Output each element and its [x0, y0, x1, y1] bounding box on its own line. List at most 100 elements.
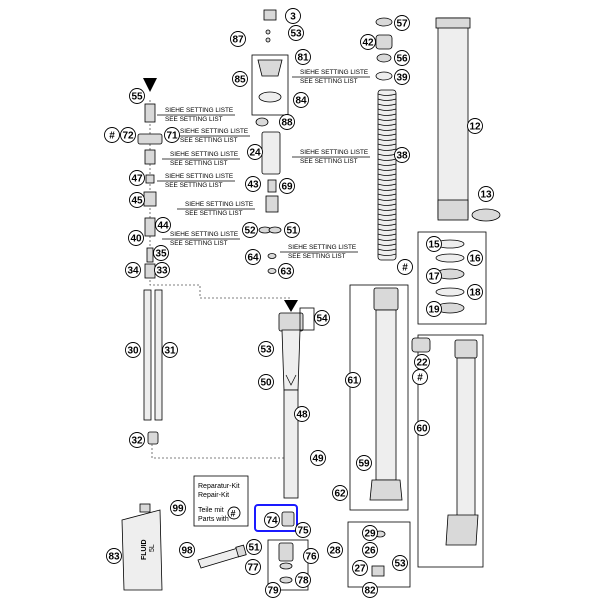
callout-48: 48 — [294, 406, 310, 422]
spring-coil — [377, 223, 397, 226]
grease-tube — [197, 544, 247, 569]
callout-number: 48 — [296, 410, 308, 421]
spring-coil — [377, 178, 397, 181]
callout-number: 85 — [234, 75, 246, 86]
spring-coil — [377, 198, 397, 201]
bushing-22-part — [411, 337, 431, 353]
callout-27: 27 — [352, 560, 368, 576]
callout-number: 88 — [281, 118, 293, 129]
callout-79: 79 — [265, 582, 281, 598]
callout-51: 51 — [284, 222, 300, 238]
callout-number: 60 — [416, 424, 428, 435]
callout-circle — [426, 301, 442, 317]
callout-51: 51 — [246, 539, 262, 555]
callout-number: 12 — [469, 122, 481, 133]
callout-circle — [128, 230, 144, 246]
callout-number: 81 — [297, 53, 309, 64]
callout-circle — [284, 222, 300, 238]
setting-list-de: SIEHE SETTING LISTE — [185, 201, 253, 208]
callout-circle — [412, 369, 428, 385]
callout-number: 98 — [181, 546, 193, 557]
callout-number: 35 — [155, 249, 167, 260]
callout-number: 30 — [127, 346, 139, 357]
repair-kit-symbol: # — [231, 509, 236, 519]
setting-list-en: SEE SETTING LIST — [300, 158, 358, 165]
callout-35: 35 — [153, 245, 169, 261]
callout-number: 77 — [247, 563, 259, 574]
callout-circle — [362, 542, 378, 558]
callout-number: 45 — [131, 196, 143, 207]
callout-number: 69 — [281, 182, 293, 193]
callout-57: 57 — [394, 15, 410, 31]
setting-list-de: SIEHE SETTING LISTE — [300, 149, 368, 156]
callout-number: 38 — [396, 151, 408, 162]
callout-number: 56 — [396, 54, 408, 65]
callout-circle — [467, 118, 483, 134]
repair-kit-line-en: Repair-Kit — [198, 492, 229, 499]
spring-coil — [377, 188, 397, 191]
callout-circle — [258, 341, 274, 357]
callout-circle — [129, 432, 145, 448]
fluid-sub: 5L — [149, 544, 156, 552]
part-74-shape — [281, 511, 295, 527]
callout-53: 53 — [288, 25, 304, 41]
callout-circle — [246, 539, 262, 555]
callout-circle — [120, 127, 136, 143]
callout-circle — [293, 92, 309, 108]
setting-list-de: SIEHE SETTING LISTE — [300, 69, 368, 76]
repair-kit-line4: Parts with — [198, 516, 229, 523]
spring-coil — [377, 233, 397, 236]
callout-3: 3 — [285, 8, 301, 24]
fork-lower-tube-left — [349, 284, 409, 511]
callout-74: 74 — [264, 512, 280, 528]
callout-number: 57 — [396, 19, 408, 30]
piston-rods — [143, 289, 292, 459]
callout-number: # — [402, 263, 408, 274]
callout-83: 83 — [106, 548, 122, 564]
callout-circle — [162, 342, 178, 358]
callout-number: 27 — [354, 564, 366, 575]
callout-circle — [155, 217, 171, 233]
callout-circle — [362, 582, 378, 598]
callout-number: 61 — [347, 376, 359, 387]
callout-81: 81 — [295, 49, 311, 65]
callout-circle — [242, 222, 258, 238]
callout-circle — [129, 170, 145, 186]
callout-53: 53 — [392, 555, 408, 571]
seal-bushing-parts — [417, 231, 487, 325]
spring-coil — [377, 118, 397, 121]
top-cap-parts — [375, 17, 393, 81]
compression-adjuster-parts — [251, 9, 289, 116]
callout-number: 75 — [297, 526, 309, 537]
callout-circle — [467, 250, 483, 266]
spring-coil — [377, 253, 397, 256]
setting-list-de: SIEHE SETTING LISTE — [165, 173, 233, 180]
callout-number: 51 — [248, 543, 260, 554]
callout-38: 38 — [394, 147, 410, 163]
cartridge-tube-part — [278, 300, 315, 499]
callout-number: 53 — [260, 345, 272, 356]
setting-list-de: SIEHE SETTING LISTE — [170, 151, 238, 158]
callout-62: 62 — [332, 485, 348, 501]
callout-30: 30 — [125, 342, 141, 358]
callout-56: 56 — [394, 50, 410, 66]
spring-coil — [377, 113, 397, 116]
callout-circle — [106, 548, 122, 564]
callout-98: 98 — [179, 542, 195, 558]
callout-circle — [394, 50, 410, 66]
callout-number: 78 — [297, 576, 309, 587]
spring-coil — [377, 203, 397, 206]
midvalve-small-parts — [258, 179, 282, 274]
spring-coil — [377, 108, 397, 111]
callout-85: 85 — [232, 71, 248, 87]
callout-circle — [394, 69, 410, 85]
callout-number: 3 — [290, 12, 296, 23]
callout-59: 59 — [356, 455, 372, 471]
callout-circle — [362, 525, 378, 541]
callout-number: 13 — [480, 190, 492, 201]
callout-number: 99 — [172, 504, 184, 515]
callout-number: 52 — [244, 226, 256, 237]
callout-circle — [414, 420, 430, 436]
callout-circle — [265, 582, 281, 598]
callout-number: 53 — [290, 29, 302, 40]
